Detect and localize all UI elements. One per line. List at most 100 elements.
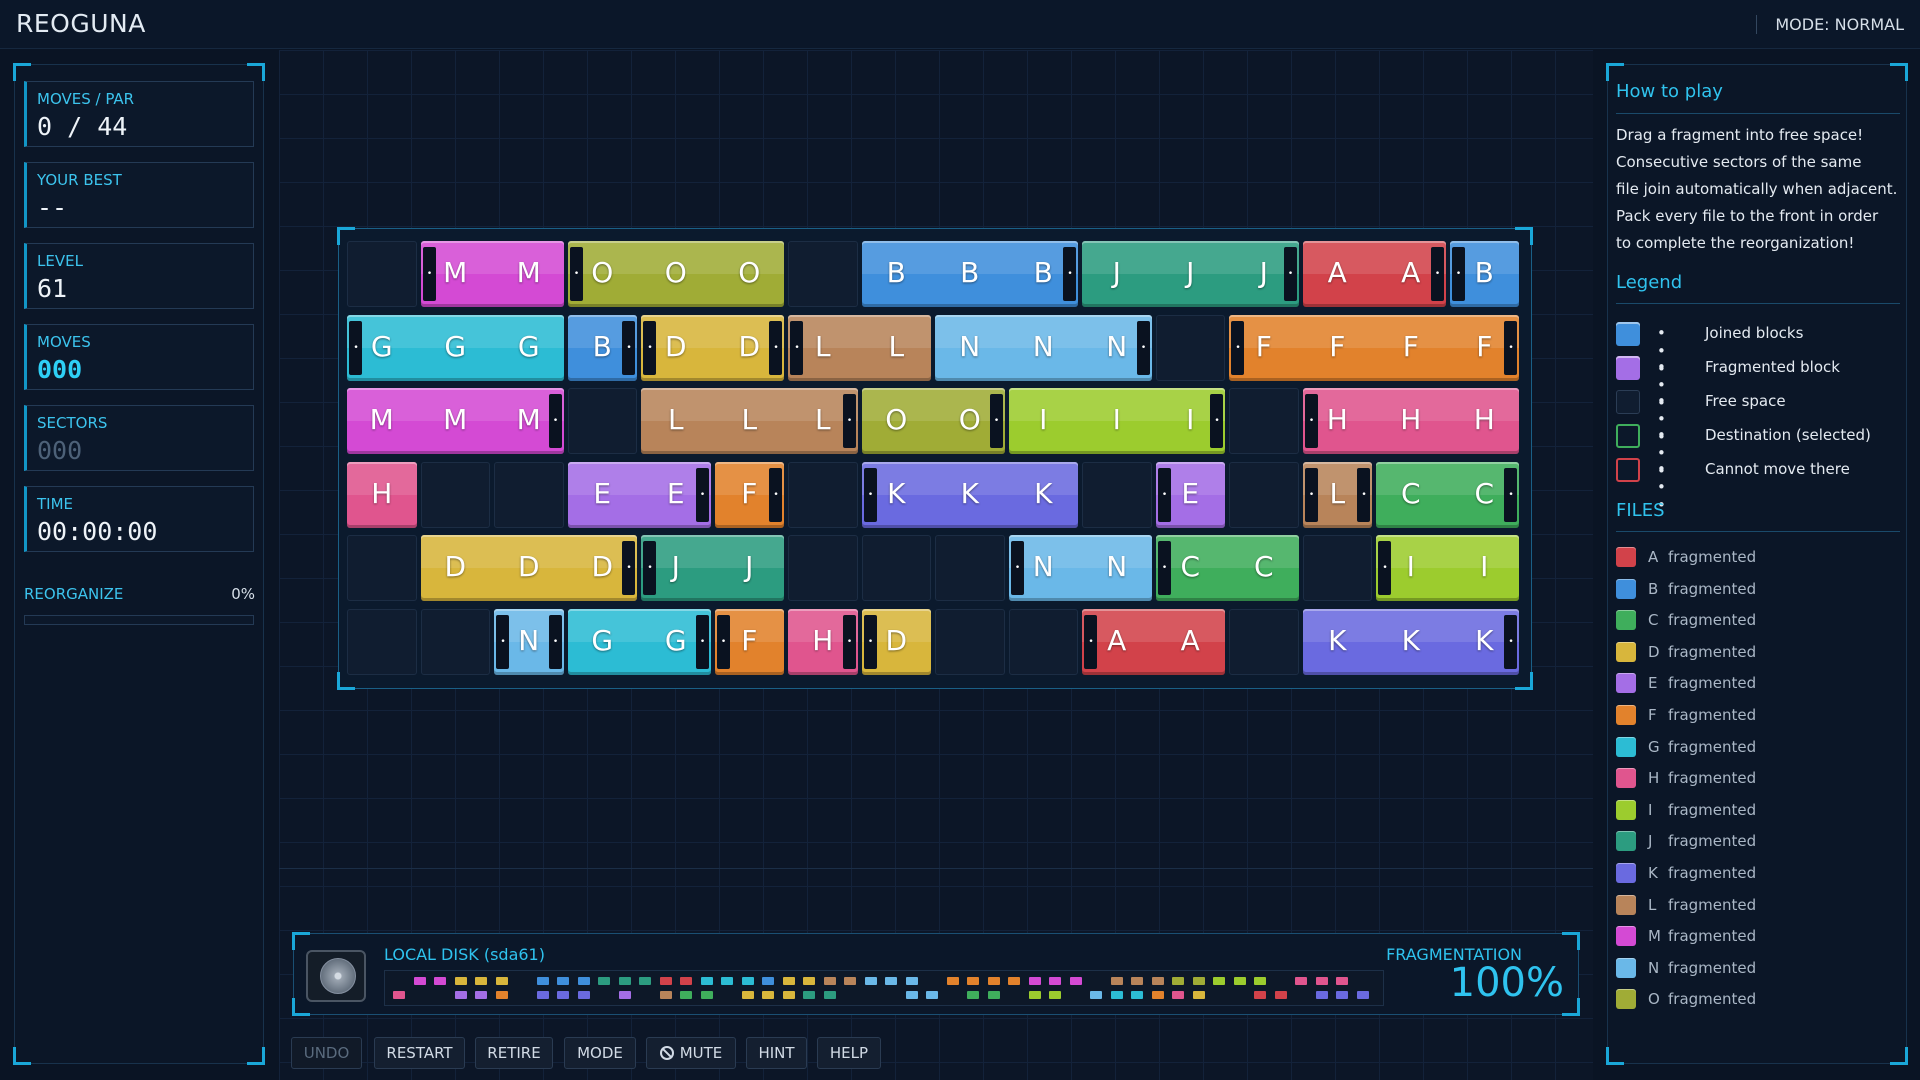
free-sector[interactable] <box>420 461 490 528</box>
disk-sector <box>1110 991 1123 999</box>
free-sector[interactable] <box>788 461 858 528</box>
file-swatch <box>1616 736 1636 757</box>
disk-sector <box>946 977 959 985</box>
free-sector[interactable] <box>1229 388 1299 454</box>
disk-sector <box>1233 977 1246 985</box>
file-fragment-h[interactable]: H <box>347 461 417 528</box>
undo-button[interactable]: UNDO <box>291 1037 362 1069</box>
mute-button[interactable]: MUTE <box>646 1037 736 1069</box>
file-swatch <box>1616 894 1636 915</box>
fragment-letter: M <box>516 403 541 436</box>
restart-button[interactable]: RESTART <box>374 1037 465 1069</box>
file-fragment-b[interactable]: •B <box>567 314 637 381</box>
free-sector[interactable] <box>935 608 1005 675</box>
disk-sector <box>1254 977 1266 985</box>
file-fragment-b[interactable]: •B <box>1449 241 1519 307</box>
how-to-play-title: How to play <box>1616 81 1723 102</box>
retire-button[interactable]: RETIRE <box>475 1037 553 1069</box>
corner-bracket <box>13 1047 31 1065</box>
disk-sector <box>823 977 836 985</box>
free-sector[interactable] <box>420 608 490 675</box>
free-sector[interactable] <box>788 535 858 601</box>
free-sector[interactable] <box>1302 535 1372 601</box>
free-sector[interactable] <box>1008 608 1078 675</box>
legend-swatch <box>1616 356 1640 380</box>
file-fragment-l[interactable]: ••L <box>1302 461 1372 528</box>
free-sector[interactable] <box>347 535 417 601</box>
fragment-connector-icon: • <box>842 614 856 669</box>
fragment-letter: H <box>1326 403 1348 436</box>
disk-sector <box>1110 977 1123 985</box>
mode-button[interactable]: MODE <box>564 1037 636 1069</box>
fragment-letter: J <box>745 550 754 583</box>
corner-bracket <box>247 63 265 81</box>
disk-sector <box>700 977 713 985</box>
free-sector[interactable] <box>494 461 564 528</box>
free-sector[interactable] <box>861 535 931 601</box>
file-fragment-e[interactable]: •E <box>1155 461 1225 528</box>
disk-sector <box>1028 977 1041 985</box>
free-sector[interactable] <box>1082 461 1152 528</box>
file-swatch <box>1616 989 1636 1010</box>
fragment-letter: M <box>516 256 541 289</box>
legend-label: Joined blocks <box>1705 324 1804 342</box>
file-fragment-f[interactable]: •F <box>714 608 784 675</box>
file-fragment-h[interactable]: •H <box>788 608 858 675</box>
fragment-letter: C <box>1474 476 1495 510</box>
free-sector[interactable] <box>788 241 858 307</box>
file-name: N <box>1648 958 1660 977</box>
fragment-letter: N <box>1032 550 1054 583</box>
file-fragment-f[interactable]: •F <box>714 461 784 528</box>
free-sector[interactable] <box>1229 461 1299 528</box>
reorganize-progress-bar <box>24 615 254 625</box>
corner-bracket <box>1562 998 1580 1016</box>
file-swatch <box>1616 547 1636 567</box>
corner-bracket <box>292 932 310 950</box>
free-sector[interactable] <box>347 608 417 675</box>
fragment-letter: D <box>738 329 761 363</box>
fragment-connector-icon: • <box>622 541 635 595</box>
fragment-connector-icon: • <box>643 320 656 375</box>
free-sector[interactable] <box>935 535 1005 601</box>
file-fragment-n[interactable]: ••N <box>494 608 564 675</box>
disk-sector <box>454 977 467 985</box>
hint-button[interactable]: HINT <box>746 1037 807 1069</box>
disk-sector <box>762 977 774 985</box>
disk-sector <box>680 991 692 999</box>
free-sector[interactable] <box>567 388 637 454</box>
free-sector[interactable] <box>1155 314 1225 381</box>
file-swatch <box>1616 863 1636 883</box>
file-fragment-d[interactable]: •D <box>861 608 931 675</box>
fragment-letter: E <box>1181 476 1200 510</box>
free-sector[interactable] <box>1229 608 1299 675</box>
corner-bracket <box>1606 1047 1624 1065</box>
help-button[interactable]: HELP <box>817 1037 881 1069</box>
free-sector[interactable] <box>347 241 417 307</box>
